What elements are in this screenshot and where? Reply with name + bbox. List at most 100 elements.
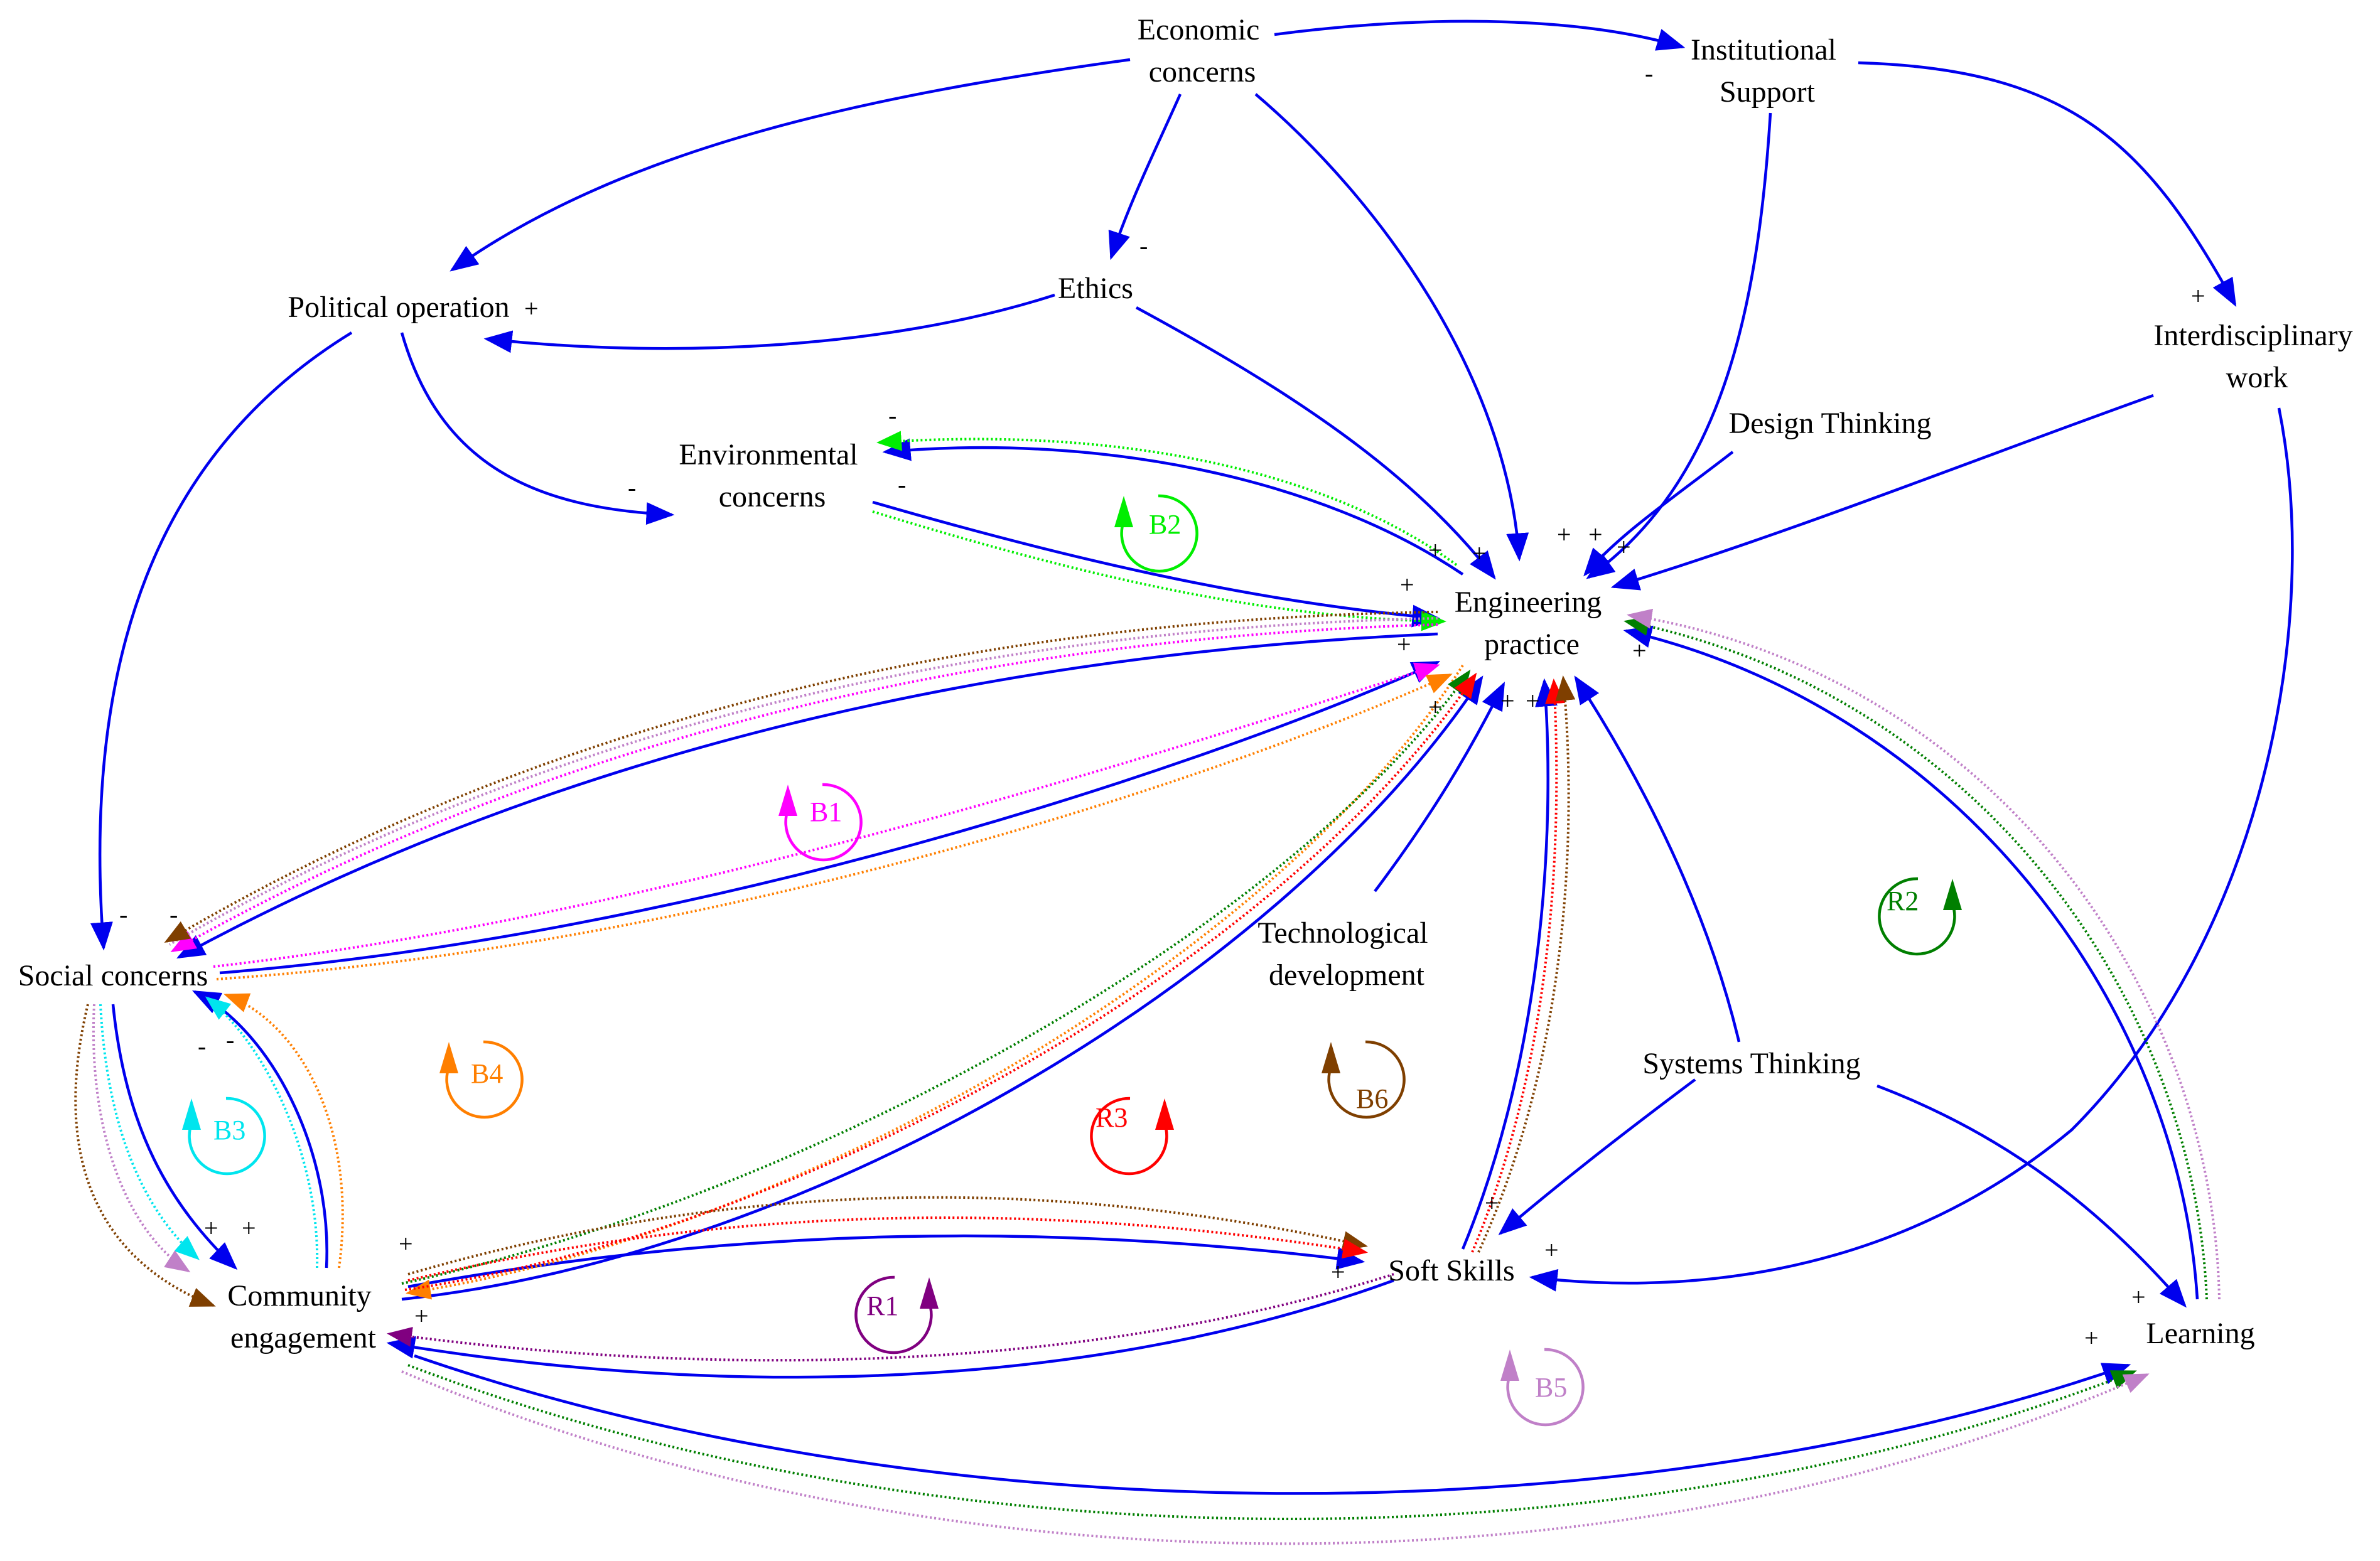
sign-ethics-to-engineering: +	[1428, 536, 1443, 564]
link-interdisciplinary-to-engineering	[1610, 394, 2154, 591]
sign-social-to-community: +	[204, 1214, 218, 1242]
link-community-to-learning	[414, 1354, 2131, 1495]
link-interdisciplinary-to-softskills	[1529, 407, 2294, 1292]
link-systems-to-learning	[1877, 1084, 2187, 1308]
link-institutional-to-engineering	[1586, 112, 1772, 579]
node-engineering-practice: Engineering practice	[1455, 586, 1610, 661]
trace-b5-learning-to-engineering	[1627, 608, 2221, 1300]
loop-marker-b3: B3	[182, 1097, 266, 1176]
link-ethics-to-political	[483, 293, 1055, 353]
sign-economic-to-engineering: +	[1472, 539, 1487, 567]
sign-environmental-to-engineering: +	[1400, 571, 1414, 599]
trace-r3-community-to-softskills	[407, 1216, 1368, 1282]
node-labels: Economic concerns Institutional Support …	[18, 13, 2360, 1354]
sign-engineering-to-social: -	[170, 900, 178, 928]
node-ethics: Ethics	[1058, 272, 1133, 305]
link-political-to-environmental	[400, 332, 675, 525]
trace-b3-social-to-community	[99, 1004, 200, 1260]
link-environmental-to-engineering	[872, 500, 1441, 628]
trace-r3-softskills-to-engineering	[1471, 679, 1566, 1253]
loop-label-r2: R2	[1887, 886, 1919, 916]
loop-marker-r2: R2	[1878, 877, 1962, 956]
node-learning: Learning	[2146, 1317, 2254, 1350]
node-institutional-support: Institutional Support	[1691, 33, 1844, 109]
trace-b5-social-to-community	[92, 1004, 191, 1273]
link-learning-to-engineering	[1623, 625, 2199, 1300]
sign-systems-to-learning: +	[2131, 1283, 2146, 1311]
sign-institutional-to-engineering: +	[1557, 520, 1571, 549]
sign-social-to-community-2: +	[242, 1214, 256, 1242]
link-design-to-engineering	[1583, 451, 1734, 577]
loop-marker-b1: B1	[778, 783, 863, 862]
sign-systems-to-softskills: +	[1485, 1189, 1499, 1217]
trace-b6-softskills-to-engineering	[1477, 675, 1576, 1253]
sign-interdisciplinary-to-engineering: +	[1617, 533, 1631, 561]
node-systems-thinking: Systems Thinking	[1642, 1047, 1860, 1080]
sign-institutional-to-interdisciplinary: +	[2191, 282, 2205, 310]
sign-softskills-to-engineering: +	[1500, 687, 1515, 715]
link-institutional-to-interdisciplinary	[1858, 61, 2237, 307]
loop-marker-b2: B2	[1114, 494, 1198, 573]
node-environmental-concerns: Environmental concerns	[679, 438, 865, 513]
loop-label-b4: B4	[471, 1058, 503, 1089]
causal-links	[90, 19, 2294, 1495]
sign-ethics-to-political: +	[524, 294, 539, 323]
link-systems-to-softskills	[1498, 1078, 1696, 1235]
loop-marker-b5: B5	[1500, 1348, 1585, 1427]
link-economic-to-ethics	[1108, 94, 1182, 260]
loop-marker-r3: R3	[1090, 1097, 1174, 1176]
sign-engineering-to-environmental: -	[888, 401, 897, 429]
trace-b5-engineering-to-social	[168, 617, 1438, 946]
link-social-to-engineering	[219, 660, 1441, 975]
trace-b6-engineering-to-social	[164, 611, 1438, 943]
node-design-thinking: Design Thinking	[1728, 407, 1931, 440]
loop-label-b3: B3	[213, 1115, 245, 1145]
sign-political-to-social: -	[119, 900, 127, 928]
link-community-to-softskills	[407, 1234, 1365, 1289]
link-engineering-to-environmental	[882, 438, 1464, 576]
link-systems-to-engineering	[1574, 675, 1741, 1043]
sign-community-to-learning: +	[2084, 1324, 2099, 1352]
trace-b6-community-to-softskills	[407, 1196, 1368, 1275]
sign-technological-to-engineering: +	[1428, 693, 1443, 721]
link-softskills-to-engineering	[1461, 678, 1558, 1250]
trace-r1-softskills-to-community	[387, 1273, 1394, 1362]
link-economic-to-engineering	[1254, 93, 1529, 562]
sign-interdisciplinary-to-softskills: +	[1544, 1236, 1559, 1264]
loop-marker-b4: B4	[439, 1040, 524, 1119]
sign-learning-to-engineering: +	[1632, 636, 1647, 665]
loop-label-r3: R3	[1096, 1102, 1128, 1133]
loop-traces	[74, 431, 2221, 1545]
link-social-to-community	[111, 1004, 238, 1270]
link-economic-to-political	[450, 58, 1131, 272]
sign-economic-to-institutional: -	[1645, 59, 1653, 87]
trace-b2-environmental-to-engineering	[872, 510, 1446, 631]
node-technological-development: Technological development	[1257, 916, 1435, 992]
link-engineering-to-social	[176, 632, 1438, 959]
trace-b3-community-to-social	[205, 996, 319, 1269]
node-social-concerns: Social concerns	[18, 959, 208, 992]
link-technological-to-engineering	[1374, 681, 1505, 893]
sign-social-to-engineering: +	[1397, 630, 1411, 658]
loop-label-b1: B1	[810, 797, 842, 827]
sign-design-to-engineering: +	[1588, 520, 1603, 549]
trace-b2-engineering-to-environmental	[876, 431, 1458, 566]
trace-b1-social-to-engineering	[213, 662, 1440, 968]
link-ethics-to-engineering	[1135, 306, 1496, 580]
trace-b4-community-to-social	[223, 993, 344, 1269]
sign-environmental-sign: -	[898, 470, 906, 498]
link-economic-to-institutional	[1274, 19, 1686, 51]
trace-b1-engineering-to-social	[170, 623, 1438, 952]
sign-systems-to-engineering: +	[1526, 687, 1540, 715]
node-community-engagement: Community engagement	[227, 1279, 379, 1354]
loop-label-r1: R1	[866, 1290, 898, 1321]
link-community-to-engineering	[401, 675, 1483, 1301]
sign-community-to-social: -	[198, 1032, 206, 1060]
loop-marker-b6: B6	[1322, 1040, 1406, 1119]
trace-r3-community-to-engineering	[404, 672, 1477, 1291]
loop-label-b2: B2	[1149, 509, 1181, 540]
node-political-operation: Political operation	[288, 291, 509, 324]
sign-economic-to-ethics: -	[1139, 232, 1148, 260]
node-interdisciplinary-work: Interdisciplinary work	[2153, 319, 2360, 394]
